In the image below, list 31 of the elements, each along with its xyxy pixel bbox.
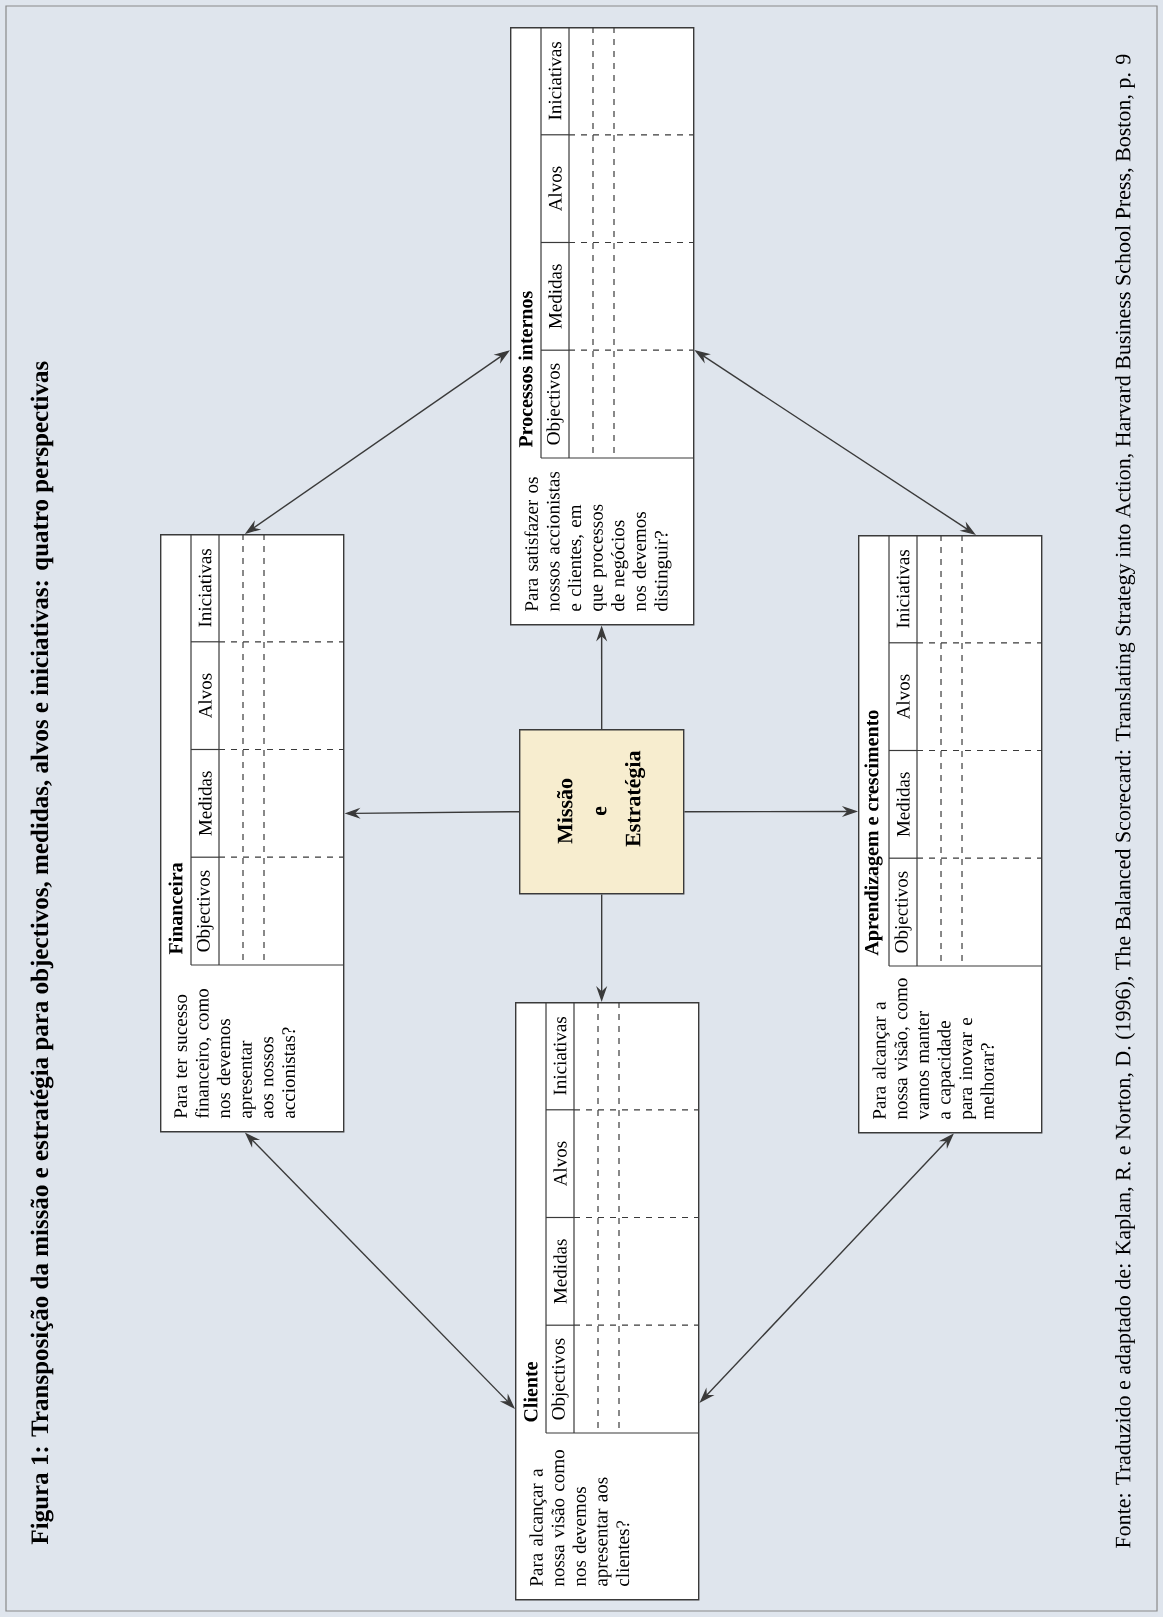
column-header: Objectivos [546,363,564,445]
column-header: Medidas [548,264,562,329]
perspective-box [510,26,695,626]
column-header: Objectivos [551,1338,569,1420]
figure-title: Figura 1: Transposição da missão e estratégia para objectivos, medidas, alvos e iniciativas: quatro perspectivas [30,361,54,1545]
question-text: Para alcançar a nossa visão, como vamos manter a capacidade para inovar e melhorar? [872,978,994,1120]
column-header: Iniciativas [198,549,212,627]
column-header: Medidas [198,771,212,836]
column-header: Objectivos [894,871,912,953]
column-header: Alvos [198,673,212,719]
column-header: Iniciativas [553,1017,567,1095]
column-header: Objectivos [196,870,214,952]
box-title: Cliente [523,1362,538,1422]
mission-box: Missão e Estratégia [519,729,685,895]
column-header: Iniciativas [896,550,910,628]
perspective-box [858,534,1043,1134]
box-title: Processos internos [518,291,533,448]
question-text: Para alcançar a nossa visão como nos devemos apresentar aos clientes? [529,1450,630,1587]
perspective-box [160,533,345,1133]
column-header: Medidas [553,1239,567,1304]
column-header: Alvos [553,1141,567,1187]
column-header: Alvos [548,166,562,212]
column-header: Iniciativas [548,42,562,120]
box-title: Financeira [168,862,183,955]
question-text: Para satisfazer os nossos accionistas e clientes, em que processos de negócios nos devemos distinguir? [524,471,672,612]
perspective-box [515,1001,700,1601]
box-title: Aprendizagem e crescimento [864,710,883,956]
source-caption: Fonte: Traduzido e adaptado de: Kaplan, R. e Norton, D. (1996), The Balanced Scorecard: Translating Strategy into Action, Harvard Business School Press, Boston, p. 9 [1115,54,1135,1548]
column-header: Medidas [896,772,910,837]
question-text: Para ter sucesso financeiro, como nos devemos apresentar aos nossos accionistas? [174,989,296,1119]
column-header: Alvos [896,674,910,720]
